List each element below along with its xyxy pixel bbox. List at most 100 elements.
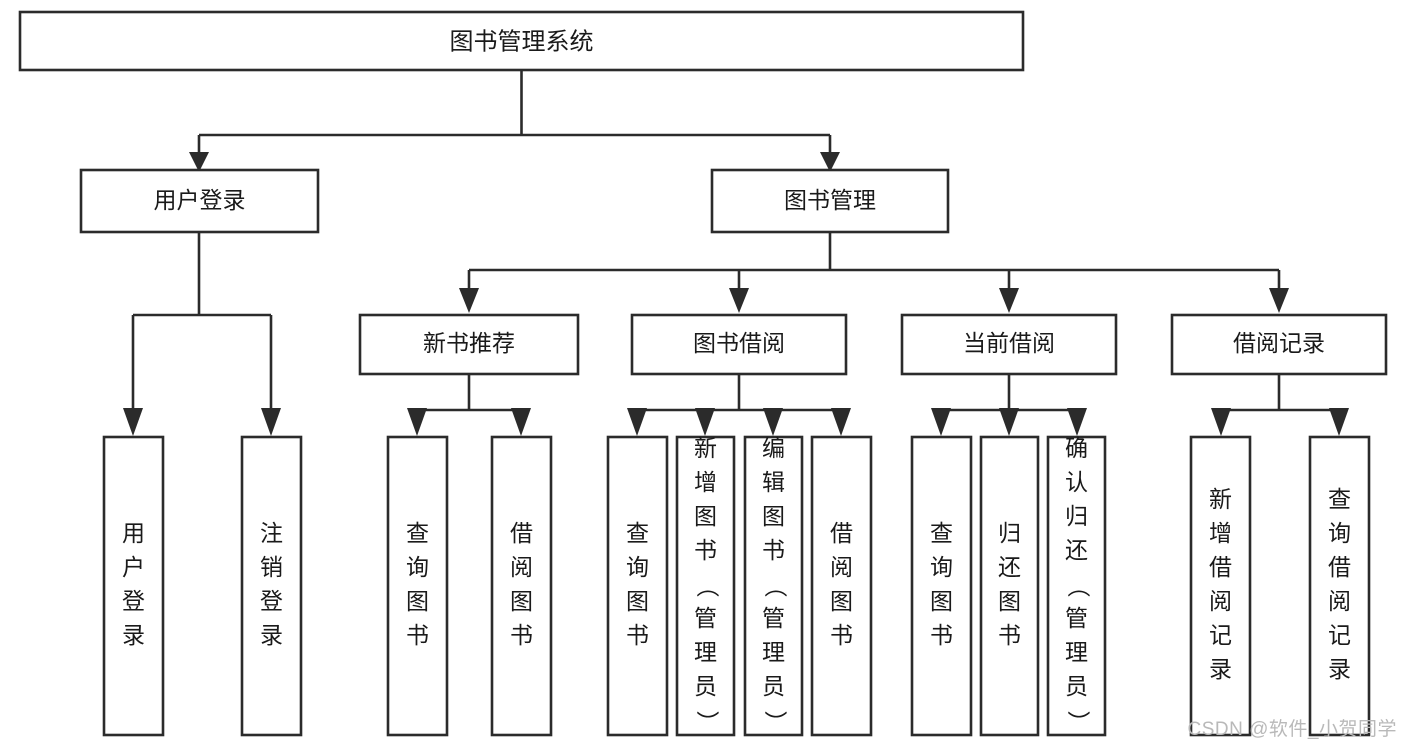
- arrow-icon-current-borrow: [999, 288, 1019, 313]
- arrow-icon-leaf-query-record: [1329, 408, 1349, 436]
- leaf-confirm-return[interactable]: [1046, 435, 1107, 737]
- node-borrow-record[interactable]: 借阅记录: [1170, 313, 1388, 376]
- leaf-query-book-2-box[interactable]: [606, 435, 669, 737]
- leaf-borrow-book-1-box[interactable]: [490, 435, 553, 737]
- leaf-return-book[interactable]: [979, 435, 1040, 737]
- svg-text:编: 编: [762, 435, 785, 461]
- leaf-user-logout[interactable]: [240, 435, 303, 737]
- svg-text:借: 借: [510, 520, 533, 546]
- svg-text:辑: 辑: [762, 469, 785, 495]
- svg-text:登: 登: [122, 588, 145, 614]
- svg-text:）: ）: [762, 711, 788, 734]
- leaf-query-book-1-box[interactable]: [386, 435, 449, 737]
- svg-text:新: 新: [1209, 486, 1232, 512]
- svg-text:理: 理: [762, 639, 785, 665]
- svg-text:户: 户: [122, 554, 145, 580]
- leaf-add-book[interactable]: [675, 435, 736, 737]
- svg-text:登: 登: [260, 588, 283, 614]
- node-user-login[interactable]: 用户登录: [79, 168, 320, 234]
- node-new-book-recommend-box[interactable]: [358, 313, 580, 376]
- svg-text:员: 员: [694, 673, 717, 699]
- leaf-query-record-box[interactable]: [1308, 435, 1371, 737]
- leaf-add-record-box[interactable]: [1189, 435, 1252, 737]
- node-current-borrow-label: 当前借阅: [963, 330, 1055, 356]
- leaf-add-book-box[interactable]: [675, 435, 736, 737]
- svg-text:图: 图: [694, 503, 717, 529]
- svg-text:注: 注: [260, 520, 283, 546]
- leaf-query-book-2[interactable]: [606, 435, 669, 737]
- svg-text:借: 借: [1328, 554, 1351, 580]
- leaf-borrow-book-1[interactable]: [490, 435, 553, 737]
- svg-text:（: （: [762, 575, 788, 598]
- svg-text:书: 书: [998, 622, 1021, 648]
- leaf-query-book-3[interactable]: [910, 435, 973, 737]
- node-root[interactable]: 图书管理系统: [18, 10, 1025, 72]
- svg-text:图: 图: [998, 588, 1021, 614]
- arrow-icon-user-login: [189, 152, 209, 172]
- leaf-query-book-1[interactable]: [386, 435, 449, 737]
- node-current-borrow-box[interactable]: [900, 313, 1118, 376]
- node-new-book-recommend-label: 新书推荐: [423, 330, 515, 356]
- svg-text:书: 书: [762, 537, 785, 563]
- svg-text:阅: 阅: [1328, 588, 1351, 614]
- node-borrow-record-box[interactable]: [1170, 313, 1388, 376]
- node-current-borrow[interactable]: 当前借阅: [900, 313, 1118, 376]
- arrow-icon-leaf-return-book: [999, 408, 1019, 436]
- svg-text:理: 理: [1065, 639, 1088, 665]
- arrow-icon-leaf-query-book-1: [407, 408, 427, 436]
- node-book-borrow-box[interactable]: [630, 313, 848, 376]
- svg-text:用: 用: [122, 520, 145, 546]
- svg-text:查: 查: [1328, 486, 1351, 512]
- arrow-icon-leaf-confirm-return: [1067, 408, 1087, 436]
- leaf-return-book-box[interactable]: [979, 435, 1040, 737]
- node-book-manage[interactable]: 图书管理: [710, 168, 950, 234]
- svg-text:借: 借: [1209, 554, 1232, 580]
- node-user-login-label: 用户登录: [154, 187, 246, 213]
- svg-text:录: 录: [260, 622, 283, 648]
- node-book-manage-box[interactable]: [710, 168, 950, 234]
- svg-text:管: 管: [762, 605, 785, 631]
- arrow-icon-leaf-borrow-book-2: [831, 408, 851, 436]
- svg-text:管: 管: [694, 605, 717, 631]
- arrow-icon-leaf-add-record: [1211, 408, 1231, 436]
- leaf-edit-book-box[interactable]: [743, 435, 804, 737]
- svg-text:归: 归: [1065, 503, 1088, 529]
- leaf-user-login[interactable]: [102, 435, 165, 737]
- leaf-query-record[interactable]: [1308, 435, 1371, 737]
- leaf-add-record[interactable]: [1189, 435, 1252, 737]
- svg-text:员: 员: [762, 673, 785, 699]
- leaf-edit-book[interactable]: [743, 435, 804, 737]
- leaf-query-book-3-box[interactable]: [910, 435, 973, 737]
- svg-text:询: 询: [930, 554, 953, 580]
- leaf-user-login-box[interactable]: [102, 435, 165, 737]
- node-root-box[interactable]: [18, 10, 1025, 72]
- svg-text:书: 书: [694, 537, 717, 563]
- svg-text:记: 记: [1328, 622, 1351, 648]
- svg-text:书: 书: [626, 622, 649, 648]
- arrow-icon-leaf-query-book-3: [931, 408, 951, 436]
- svg-text:销: 销: [260, 554, 283, 580]
- node-book-manage-label: 图书管理: [784, 187, 876, 213]
- svg-text:图: 图: [510, 588, 533, 614]
- svg-text:还: 还: [998, 554, 1021, 580]
- svg-text:认: 认: [1065, 469, 1088, 495]
- leaf-confirm-return-box[interactable]: [1046, 435, 1107, 737]
- arrow-icon-leaf-borrow-book-1: [511, 408, 531, 436]
- node-user-login-box[interactable]: [79, 168, 320, 234]
- arrowhead-layer: [123, 152, 1349, 436]
- leaf-user-logout-box[interactable]: [240, 435, 303, 737]
- svg-text:理: 理: [694, 639, 717, 665]
- leaf-borrow-book-2-box[interactable]: [810, 435, 873, 737]
- node-new-book-recommend[interactable]: 新书推荐: [358, 313, 580, 376]
- leaf-borrow-book-2[interactable]: [810, 435, 873, 737]
- svg-text:）: ）: [694, 711, 720, 734]
- node-book-borrow[interactable]: 图书借阅: [630, 313, 848, 376]
- svg-text:图: 图: [762, 503, 785, 529]
